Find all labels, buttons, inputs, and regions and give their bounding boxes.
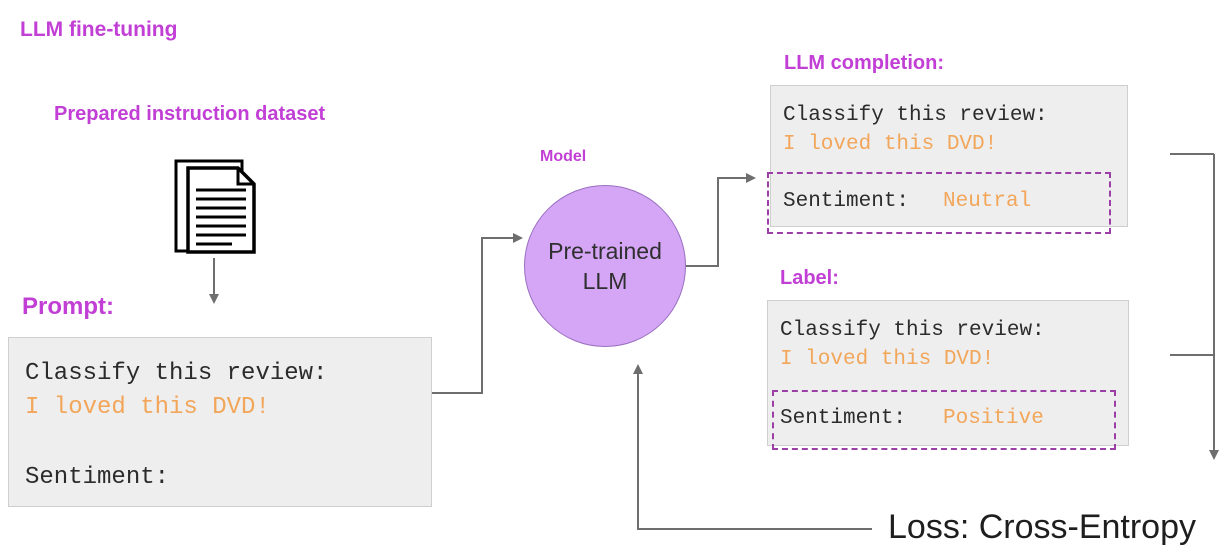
label-line-1: Classify this review:	[780, 319, 1045, 342]
prompt-line-1: Classify this review:	[25, 360, 328, 387]
model-label: Model	[540, 148, 587, 165]
label-sentiment-key: Sentiment:	[780, 407, 907, 430]
prompt-box: Classify this review: I loved this DVD! …	[8, 337, 432, 507]
completion-line-2: I loved this DVD!	[783, 133, 998, 156]
label-sentiment-value: Positive	[943, 407, 1044, 430]
loss-label: Loss: Cross-Entropy	[888, 508, 1196, 546]
prompt-to-model-arrow	[432, 233, 523, 394]
page-title: LLM fine-tuning	[20, 18, 178, 41]
label-box: Classify this review: I loved this DVD! …	[767, 300, 1129, 446]
label-highlight	[772, 390, 1116, 450]
completion-sentiment-value: Neutral	[943, 190, 1032, 213]
completion-highlight	[767, 172, 1111, 234]
pretrained-llm-node: Pre-trained LLM	[524, 185, 686, 347]
model-to-completion-arrow	[685, 173, 756, 267]
completion-line-1: Classify this review:	[783, 104, 1048, 127]
loss-to-model-arrow	[633, 364, 872, 530]
completion-heading: LLM completion:	[784, 52, 944, 74]
prompt-heading: Prompt:	[22, 293, 114, 320]
label-heading: Label:	[780, 267, 839, 289]
pretrained-llm-label: Pre-trained LLM	[548, 238, 662, 294]
label-line-2: I loved this DVD!	[780, 348, 995, 371]
prompt-line-2: I loved this DVD!	[25, 394, 270, 421]
completion-box: Classify this review: I loved this DVD! …	[770, 85, 1128, 227]
completion-sentiment-key: Sentiment:	[783, 190, 910, 213]
dataset-label: Prepared instruction dataset	[54, 103, 326, 125]
prompt-line-3: Sentiment:	[25, 464, 170, 491]
document-icon	[172, 158, 260, 256]
